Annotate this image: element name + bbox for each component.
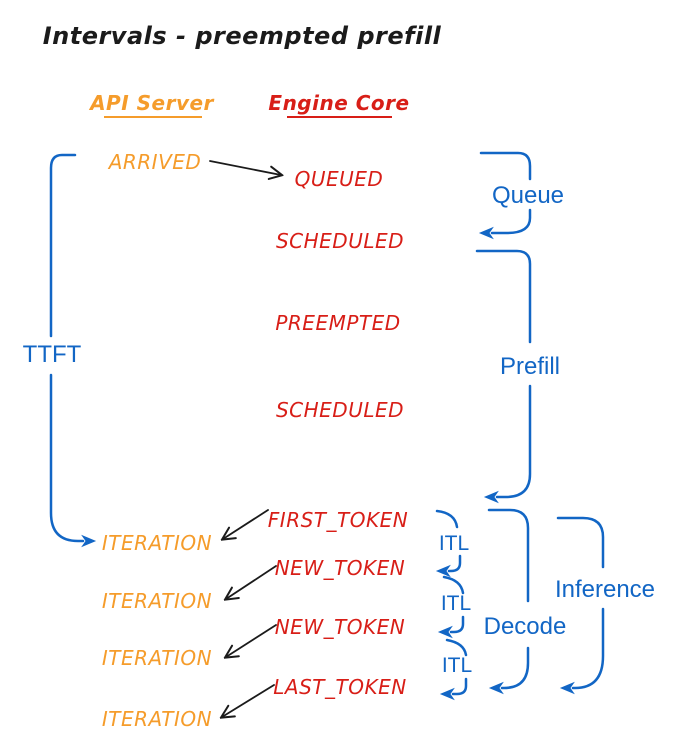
interval-inference-label: Inference (555, 576, 655, 603)
event-iteration-3: ITERATION (102, 646, 212, 670)
event-scheduled-2: SCHEDULED (276, 398, 404, 422)
page-title: Intervals - preempted prefill (43, 22, 442, 50)
interval-queue-label: Queue (492, 182, 564, 209)
queue-bracket-top (479, 151, 532, 181)
event-preempted: PREEMPTED (275, 311, 400, 335)
prefill-bracket-bottom-arrow (483, 384, 532, 504)
new-token-2-to-iteration-arrow (226, 624, 277, 657)
interval-itl-label-3: ITL (442, 654, 472, 677)
event-queued: QUEUED (295, 167, 384, 191)
interval-prefill-label: Prefill (500, 353, 560, 380)
event-scheduled-1: SCHEDULED (276, 229, 404, 253)
decode-bracket-bottom-arrow (488, 646, 530, 695)
event-iteration-2: ITERATION (102, 589, 212, 613)
interval-itl-label-1: ITL (439, 532, 469, 555)
interval-decode-label: Decode (484, 613, 567, 640)
column-header-engine-core: Engine Core (268, 91, 409, 115)
first-token-to-iteration-arrow (223, 509, 269, 539)
ttft-bracket-top (49, 153, 77, 338)
event-last-token: LAST_TOKEN (273, 675, 406, 699)
interval-itl-label-2: ITL (441, 592, 471, 615)
itl-3-bracket-top (445, 638, 468, 657)
itl-3-hook-arrow (439, 677, 468, 701)
itl-2-bracket-top (442, 575, 465, 595)
arrived-to-queued-arrow (209, 160, 281, 175)
event-iteration-1: ITERATION (102, 531, 212, 555)
event-new-token-2: NEW_TOKEN (275, 615, 406, 639)
event-first-token: FIRST_TOKEN (268, 508, 408, 532)
last-token-to-iteration-arrow (222, 684, 275, 717)
itl-1-hook-arrow (435, 554, 462, 578)
new-token-1-to-iteration-arrow (226, 565, 277, 599)
inference-bracket-top (556, 516, 605, 569)
event-new-token-1: NEW_TOKEN (275, 556, 406, 580)
interval-ttft-label: TTFT (23, 341, 82, 368)
column-header-api-server: API Server (88, 91, 214, 115)
decode-bracket-top (487, 508, 530, 603)
event-arrived: ARRIVED (107, 150, 202, 174)
prefill-bracket-top (475, 249, 532, 344)
ttft-bracket-bottom-arrow (49, 373, 97, 548)
queue-bracket-bottom-arrow (478, 208, 532, 240)
inference-bracket-bottom-arrow (559, 607, 605, 695)
event-iteration-4: ITERATION (102, 707, 212, 731)
itl-1-bracket-top (435, 509, 459, 529)
itl-2-hook-arrow (437, 615, 465, 639)
